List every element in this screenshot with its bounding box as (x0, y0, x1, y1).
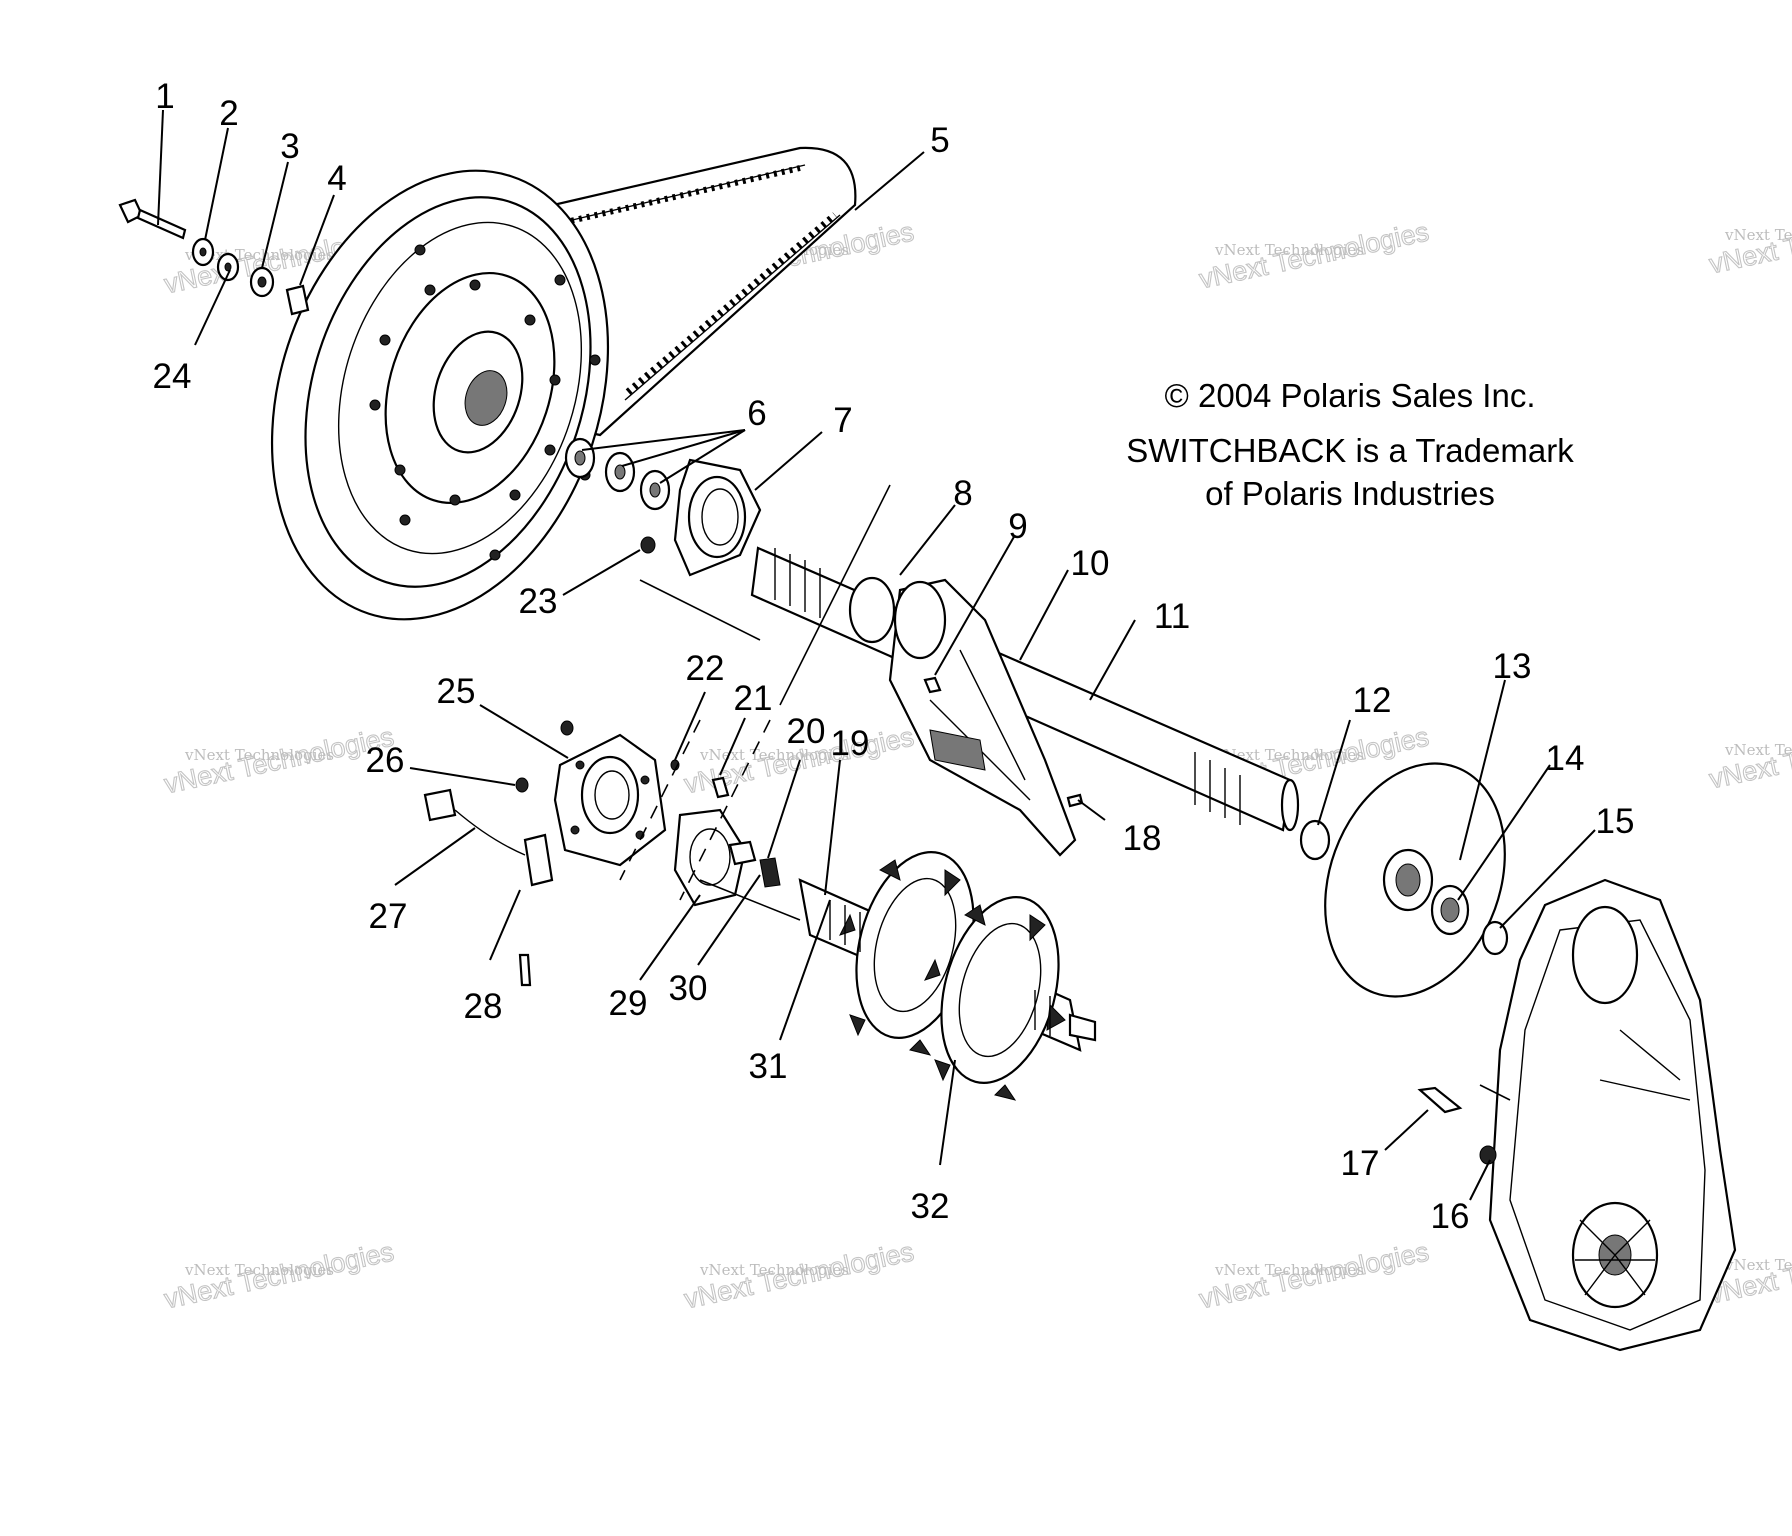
nut (560, 720, 574, 736)
copyright-block: © 2004 Polaris Sales Inc. SWITCHBACK is … (1126, 377, 1574, 512)
callout-19: 19 (831, 724, 870, 763)
callout-numbers: 1 2 3 4 5 6 7 8 9 10 11 12 13 14 15 16 1… (153, 77, 1635, 1236)
chaincase-inner (888, 578, 1077, 857)
sprocket-disc (1324, 762, 1506, 998)
callout-4: 4 (327, 159, 346, 198)
bolt (1417, 1086, 1463, 1114)
watermark-small: vNext Technologies (184, 746, 334, 764)
callout-1: 1 (155, 77, 174, 116)
callout-3: 3 (280, 127, 299, 166)
callout-14: 14 (1546, 739, 1585, 778)
callout-12: 12 (1353, 681, 1392, 720)
watermark-small: vNext Technologies (1724, 1256, 1792, 1274)
watermark-small: vNext Technologies (1724, 741, 1792, 759)
trademark-line: SWITCHBACK is a Trademark (1126, 432, 1574, 469)
pin (711, 776, 730, 799)
bearing-housing (553, 733, 667, 867)
callout-22: 22 (686, 649, 725, 688)
callout-9: 9 (1008, 507, 1027, 546)
callout-17: 17 (1341, 1144, 1380, 1183)
nut (1479, 1145, 1497, 1165)
callout-32: 32 (911, 1187, 950, 1226)
callout-27: 27 (369, 897, 408, 936)
speed-sensor (423, 788, 554, 987)
driven-shaft (750, 546, 1300, 832)
callout-15: 15 (1596, 802, 1635, 841)
trademark-owner-line: of Polaris Industries (1205, 475, 1495, 512)
watermark-small: vNext Technologies (699, 746, 849, 764)
callout-31: 31 (749, 1047, 788, 1086)
copyright-line: © 2004 Polaris Sales Inc. (1164, 377, 1535, 414)
callout-24: 24 (153, 357, 192, 396)
bearing-flange (673, 458, 762, 577)
callout-16: 16 (1431, 1197, 1470, 1236)
watermark-small: vNext Technologies (1214, 1261, 1364, 1279)
callout-11: 11 (1154, 597, 1190, 636)
callout-18: 18 (1123, 819, 1162, 858)
speedo-gear (728, 840, 781, 888)
bolt (923, 676, 942, 694)
driven-clutch (270, 169, 610, 621)
callout-6: 6 (747, 394, 766, 433)
nut (515, 777, 529, 793)
callout-2: 2 (219, 94, 238, 133)
callout-20: 20 (787, 712, 826, 751)
gasket (673, 808, 747, 907)
callout-30: 30 (669, 969, 708, 1008)
callout-5: 5 (930, 121, 949, 160)
leader-lines (157, 109, 1596, 1201)
callout-23: 23 (519, 582, 558, 621)
watermark-small: vNext Technologies (699, 1261, 849, 1279)
watermark-small: vNext Technologies (1724, 226, 1792, 244)
chaincase-cover (1488, 878, 1737, 1352)
callout-13: 13 (1493, 647, 1532, 686)
washers (564, 437, 671, 511)
callout-10: 10 (1071, 544, 1110, 583)
nut (640, 536, 656, 554)
callout-26: 26 (366, 741, 405, 780)
watermark-small: vNext Technologies (184, 1261, 334, 1279)
watermark-small: vNext Technologies (1214, 746, 1364, 764)
snap-ring (1299, 819, 1331, 861)
callout-28: 28 (464, 987, 503, 1026)
watermark-small: vNext Technologies (1214, 241, 1364, 259)
callout-7: 7 (833, 401, 852, 440)
drive-shaft (798, 851, 1097, 1101)
callout-25: 25 (437, 672, 476, 711)
mounting-hardware (118, 198, 310, 316)
callout-21: 21 (734, 679, 773, 718)
parts-artwork (118, 146, 1737, 1352)
callout-8: 8 (953, 474, 972, 513)
callout-29: 29 (609, 984, 648, 1023)
o-ring (1481, 920, 1509, 956)
